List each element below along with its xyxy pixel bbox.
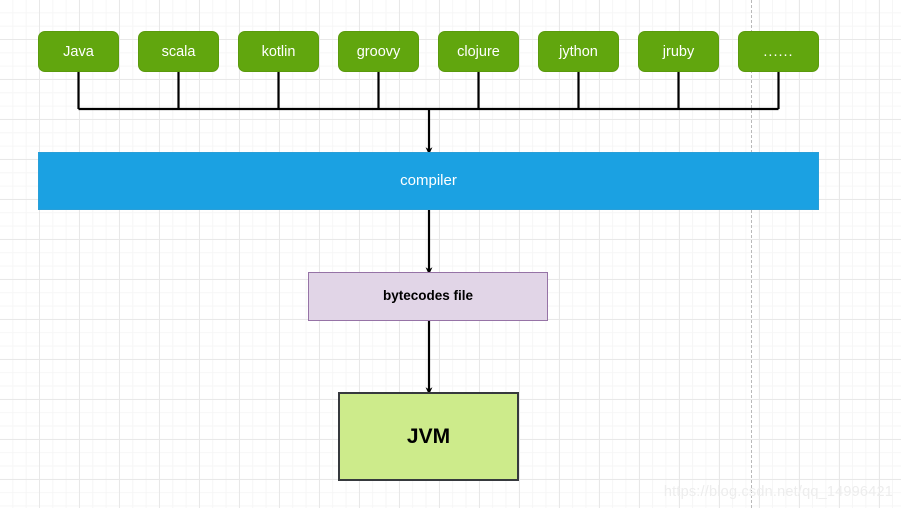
language-box-clojure[interactable]: clojure bbox=[438, 31, 519, 72]
language-box-kotlin[interactable]: kotlin bbox=[238, 31, 319, 72]
language-box-label: ...... bbox=[763, 44, 794, 60]
watermark-text: https://blog.csdn.net/qq_14996421 bbox=[663, 484, 893, 500]
language-box-label: jython bbox=[559, 44, 598, 60]
language-box-label: groovy bbox=[356, 44, 401, 60]
jvm-box[interactable]: JVM bbox=[338, 392, 519, 481]
language-box-jruby[interactable]: jruby bbox=[638, 31, 719, 72]
language-box-label: kotlin bbox=[261, 44, 296, 60]
language-box-label: clojure bbox=[457, 44, 500, 60]
language-box-java[interactable]: Java bbox=[38, 31, 119, 72]
language-box-scala[interactable]: scala bbox=[138, 31, 219, 72]
language-box-label: scala bbox=[161, 44, 196, 60]
language-box-label: jruby bbox=[662, 44, 695, 60]
language-box-more[interactable]: ...... bbox=[738, 31, 819, 72]
compiler-bar[interactable]: compiler bbox=[38, 152, 819, 210]
page-boundary-guide bbox=[751, 0, 752, 508]
bytecodes-file-box[interactable]: bytecodes file bbox=[308, 272, 548, 321]
language-box-jython[interactable]: jython bbox=[538, 31, 619, 72]
language-box-label: Java bbox=[63, 44, 94, 60]
language-box-groovy[interactable]: groovy bbox=[338, 31, 419, 72]
